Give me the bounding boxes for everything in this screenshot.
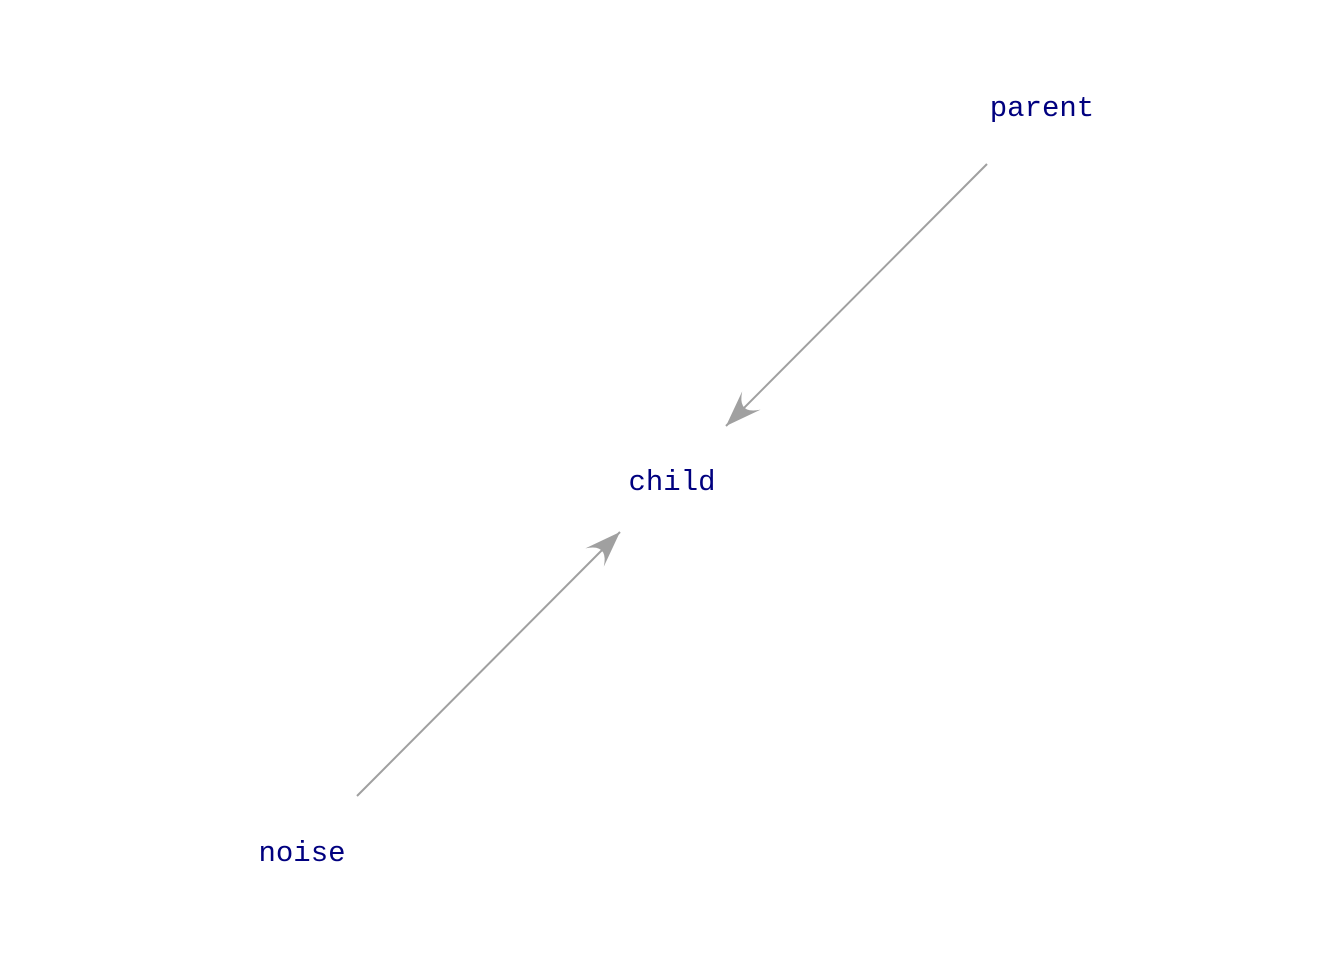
- node-parent: parent: [990, 92, 1094, 125]
- node-child: child: [628, 466, 715, 499]
- node-noise: noise: [258, 837, 345, 870]
- edge-parent-to-child: [725, 163, 988, 427]
- edge-noise-to-child: [356, 531, 621, 797]
